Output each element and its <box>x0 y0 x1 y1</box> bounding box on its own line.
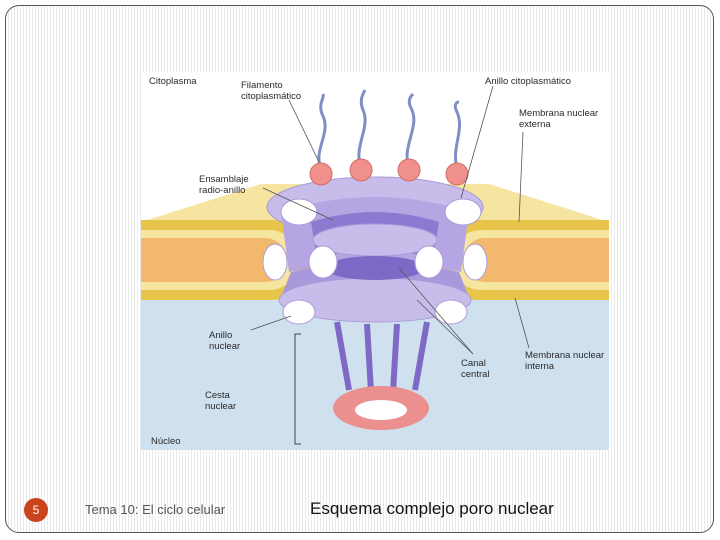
central-channel-core <box>325 256 425 280</box>
label-cesta-nuclear: Cesta nuclear <box>205 390 255 412</box>
filament-knob <box>350 159 372 181</box>
page-number-badge: 5 <box>24 498 48 522</box>
spoke-lobe <box>415 246 443 278</box>
filament-knob <box>310 163 332 185</box>
label-citoplasma: Citoplasma <box>149 76 197 87</box>
cytoplasmic-ring-lobe <box>445 199 481 225</box>
label-anillo-nuclear: Anillo nuclear <box>209 330 261 352</box>
label-membrana-nuclear-interna: Membrana nuclear interna <box>525 350 605 372</box>
basket-ring-hole <box>355 400 407 420</box>
label-membrana-nuclear-externa: Membrana nuclear externa <box>519 108 605 130</box>
cytoplasmic-filament <box>319 94 325 168</box>
spoke-lobe <box>263 244 287 280</box>
nuclear-pore-diagram: Citoplasma Filamento citoplasmático Anil… <box>141 72 609 450</box>
label-canal-central: Canal central <box>461 358 511 380</box>
label-ensamblaje-radio-anillo: Ensamblaje radio-anillo <box>199 174 271 196</box>
spoke-lobe <box>463 244 487 280</box>
basket-filament <box>367 324 371 392</box>
spoke-lobe <box>309 246 337 278</box>
cytoplasmic-filament <box>359 90 365 168</box>
slide-title: Esquema complejo poro nuclear <box>310 499 554 519</box>
label-filamento-citoplasmatico: Filamento citoplasmático <box>241 80 329 102</box>
cytoplasmic-filament <box>455 102 459 168</box>
cytoplasmic-filament <box>407 94 414 168</box>
nuclear-ring-lobe <box>283 300 315 324</box>
slide: Citoplasma Filamento citoplasmático Anil… <box>5 5 714 533</box>
footer-topic: Tema 10: El ciclo celular <box>85 502 225 517</box>
filament-knob <box>398 159 420 181</box>
nuclear-ring-lobe <box>435 300 467 324</box>
basket-filament <box>393 324 397 392</box>
label-anillo-citoplasmatico: Anillo citoplasmático <box>485 76 607 87</box>
label-nucleo: Núcleo <box>151 436 181 447</box>
cytoplasmic-ring-lobe <box>281 199 317 225</box>
filament-knob <box>446 163 468 185</box>
